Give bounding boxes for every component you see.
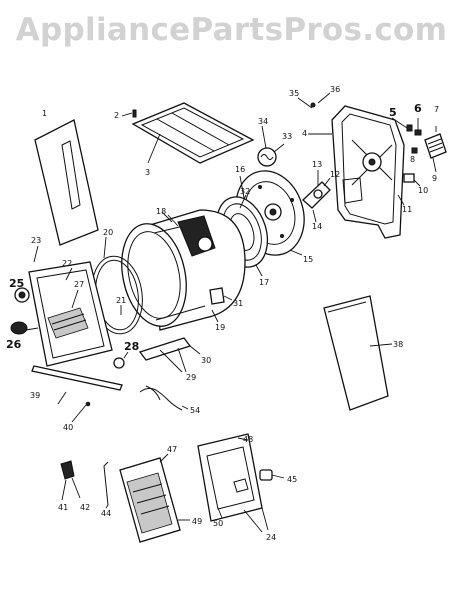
- label-18: 18: [156, 207, 166, 216]
- part-44-strike: [103, 461, 109, 509]
- label-20: 20: [103, 228, 113, 237]
- label-23: 23: [31, 236, 41, 245]
- part-35-36-fasteners: [297, 92, 331, 109]
- watermark: AppliancePartsPros.com: [15, 12, 448, 48]
- label-10: 10: [418, 186, 428, 195]
- label-27: 27: [74, 280, 84, 289]
- label-26: 26: [6, 338, 22, 351]
- label-50: 50: [213, 519, 223, 528]
- label-42: 42: [80, 503, 90, 512]
- label-44: 44: [101, 509, 111, 518]
- part-5-6-8-clips: [391, 117, 422, 154]
- label-49: 49: [192, 517, 202, 526]
- label-40: 40: [63, 423, 73, 432]
- label-14: 14: [312, 222, 322, 231]
- part-10-11-small-parts: [397, 173, 421, 206]
- label-38: 38: [393, 340, 403, 349]
- label-17: 17: [259, 278, 269, 287]
- part-38-side-panel: [323, 295, 393, 411]
- label-35: 35: [289, 89, 299, 98]
- label-39: 39: [30, 391, 40, 400]
- part-41-42-hinge: [60, 460, 81, 501]
- label-31: 31: [233, 299, 243, 308]
- part-19-drum: [121, 209, 246, 331]
- label-4: 4: [302, 129, 307, 138]
- label-32: 32: [240, 187, 250, 196]
- part-3-top-panel: [131, 102, 255, 164]
- part-54-harness: [139, 385, 189, 411]
- part-47-49-outer-door: [119, 453, 190, 543]
- label-34: 34: [258, 117, 268, 126]
- label-29: 29: [186, 373, 196, 382]
- part-25-knob: [14, 287, 30, 303]
- label-28: 28: [124, 340, 139, 353]
- label-12: 12: [330, 170, 340, 179]
- part-31-baffle: [209, 287, 233, 305]
- part-22-front-panel: [28, 245, 113, 367]
- label-48: 48: [243, 435, 253, 444]
- label-5: 5: [389, 106, 397, 119]
- part-39-40-toe-kick: [31, 365, 123, 423]
- label-7: 7: [434, 105, 439, 114]
- label-21: 21: [116, 296, 126, 305]
- part-29-30-duct: [138, 337, 201, 373]
- label-24: 24: [266, 533, 276, 542]
- label-1: 1: [42, 109, 47, 118]
- label-54: 54: [190, 406, 200, 415]
- part-9-vent-grille: [424, 126, 447, 173]
- label-13: 13: [312, 160, 322, 169]
- label-47: 47: [167, 445, 177, 454]
- label-8: 8: [410, 155, 415, 164]
- label-6: 6: [414, 102, 422, 115]
- label-11: 11: [402, 205, 412, 214]
- part-2-screw: [121, 109, 137, 118]
- label-36: 36: [330, 85, 340, 94]
- part-26-door-switch: [10, 321, 39, 335]
- part-33-34-spring: [257, 125, 285, 167]
- label-30: 30: [201, 356, 211, 365]
- label-15: 15: [303, 255, 313, 264]
- label-33: 33: [282, 132, 292, 141]
- part-1-side-panel: [34, 119, 99, 246]
- part-28-latch: [113, 351, 129, 369]
- part-18-drum-rear: [161, 211, 173, 223]
- label-19: 19: [215, 323, 225, 332]
- label-2: 2: [114, 111, 119, 120]
- label-25: 25: [9, 277, 24, 290]
- part-48-50-inner-door: [197, 433, 269, 533]
- part-12-13-14-idler: [302, 170, 331, 223]
- label-41: 41: [58, 503, 68, 512]
- label-9: 9: [432, 174, 437, 183]
- label-3: 3: [145, 168, 150, 177]
- part-4-rear-panel: [308, 105, 405, 239]
- part-45-cover: [259, 469, 285, 481]
- label-16: 16: [235, 165, 245, 174]
- label-22: 22: [62, 259, 72, 268]
- label-45: 45: [287, 475, 297, 484]
